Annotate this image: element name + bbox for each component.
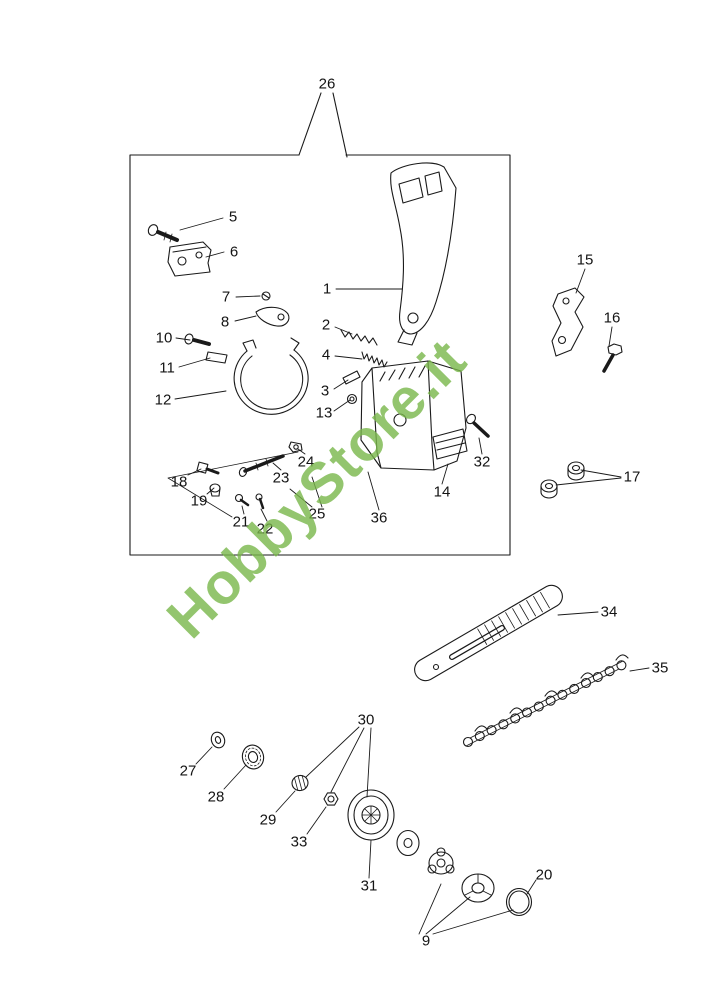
bracket-part6-drawing: [167, 241, 212, 277]
nut-part13-drawing: [346, 393, 358, 405]
brake-cover-part14-drawing: [360, 360, 468, 471]
part-label-9: 9: [421, 932, 431, 950]
washer-part27-drawing: [210, 731, 226, 749]
hand-guard-part1-drawing: [390, 162, 457, 346]
part-label-29: 29: [259, 811, 277, 829]
part-label-6: 6: [229, 243, 239, 261]
guide-bar-part34-drawing: [414, 584, 563, 682]
part-label-10: 10: [155, 329, 173, 347]
part-label-30: 30: [357, 711, 375, 729]
chain-catcher-part15-drawing: [551, 287, 585, 357]
nuts-part17-drawing: [540, 461, 585, 499]
clip-part11-drawing: [205, 351, 228, 364]
bolt-part10-drawing: [184, 333, 211, 346]
part-label-15: 15: [576, 251, 594, 269]
pin-part3-drawing: [342, 370, 361, 385]
nut-part24-drawing: [288, 441, 303, 453]
screw-part21-drawing: [234, 493, 244, 503]
screw-part7-drawing: [261, 291, 271, 301]
lever-part8-drawing: [255, 306, 290, 327]
part-label-4: 4: [321, 346, 331, 364]
part-label-7: 7: [221, 288, 231, 306]
leader-lines: [174, 217, 650, 935]
nut-part33-drawing: [323, 792, 339, 806]
bolt-part22-drawing: [255, 493, 263, 501]
washer-drawing: [396, 829, 420, 857]
part-label-18: 18: [170, 473, 188, 491]
part-label-27: 27: [179, 762, 197, 780]
part-label-23: 23: [272, 469, 290, 487]
part-label-20: 20: [535, 866, 553, 884]
part-label-19: 19: [190, 492, 208, 510]
clutch-drum-part31-drawing: [347, 789, 395, 841]
screw-part23-drawing: [243, 454, 285, 473]
worm-gear-part29-drawing: [291, 774, 309, 792]
part-label-2: 2: [321, 316, 331, 334]
part-label-13: 13: [315, 404, 333, 422]
part-label-33: 33: [290, 833, 308, 851]
fastener-cluster-drawing: [167, 441, 303, 518]
part-label-16: 16: [603, 309, 621, 327]
part-label-24: 24: [297, 453, 315, 471]
spring-part4-drawing: [361, 351, 388, 368]
part-label-17: 17: [623, 468, 641, 486]
bolt-part16-drawing: [602, 343, 623, 373]
clutch-shoes-part9-drawing: [461, 873, 495, 903]
part-label-1: 1: [322, 280, 332, 298]
part-label-34: 34: [600, 603, 618, 621]
part-label-8: 8: [220, 313, 230, 331]
part-label-21: 21: [232, 513, 250, 531]
part-label-26: 26: [318, 75, 336, 93]
saw-chain-part35-drawing: [462, 654, 629, 748]
bolt-part32-drawing: [466, 413, 490, 438]
part-label-12: 12: [154, 391, 172, 409]
part-label-22: 22: [256, 520, 274, 538]
part-label-28: 28: [207, 788, 225, 806]
spring-part2-drawing: [340, 329, 378, 346]
clutch-hub-part9-drawing: [427, 847, 455, 875]
part-label-31: 31: [360, 877, 378, 895]
part-label-25: 25: [308, 505, 326, 523]
brake-band-part12-drawing: [233, 337, 309, 415]
cover-plate-drawing: [432, 428, 468, 460]
part-label-36: 36: [370, 509, 388, 527]
part-label-11: 11: [159, 359, 175, 377]
part-label-14: 14: [433, 483, 451, 501]
bearing-part28-drawing: [241, 744, 265, 770]
bolt-part5-drawing: [147, 224, 179, 243]
part-label-3: 3: [320, 382, 330, 400]
bushing-part19-drawing: [209, 483, 221, 493]
assembly-frame: [129, 92, 511, 556]
part-label-32: 32: [473, 453, 491, 471]
part-label-35: 35: [651, 659, 669, 677]
part-label-5: 5: [228, 208, 238, 226]
o-ring-part20-drawing: [505, 887, 533, 917]
